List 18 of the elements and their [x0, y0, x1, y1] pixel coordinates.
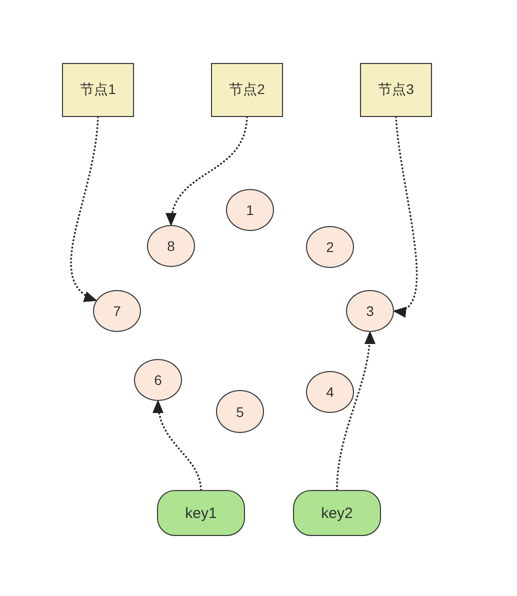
number-circle: 3: [346, 290, 394, 332]
node-box: 节点2: [211, 63, 283, 117]
key-pill: key1: [157, 490, 245, 536]
number-circle: 5: [216, 390, 264, 433]
number-circle: 1: [226, 189, 274, 231]
arrow: [393, 116, 418, 315]
arrow: [70, 116, 99, 302]
node-box: 节点3: [360, 63, 432, 117]
arrow: [336, 331, 375, 491]
arrow: [153, 400, 202, 491]
number-circle: 6: [134, 359, 182, 401]
key-pill: key2: [293, 490, 381, 536]
number-circle: 4: [306, 371, 354, 413]
arrow: [166, 116, 248, 226]
number-circle: 8: [147, 225, 195, 267]
number-circle: 2: [306, 226, 354, 268]
node-box: 节点1: [62, 63, 134, 117]
number-circle: 7: [93, 290, 141, 332]
